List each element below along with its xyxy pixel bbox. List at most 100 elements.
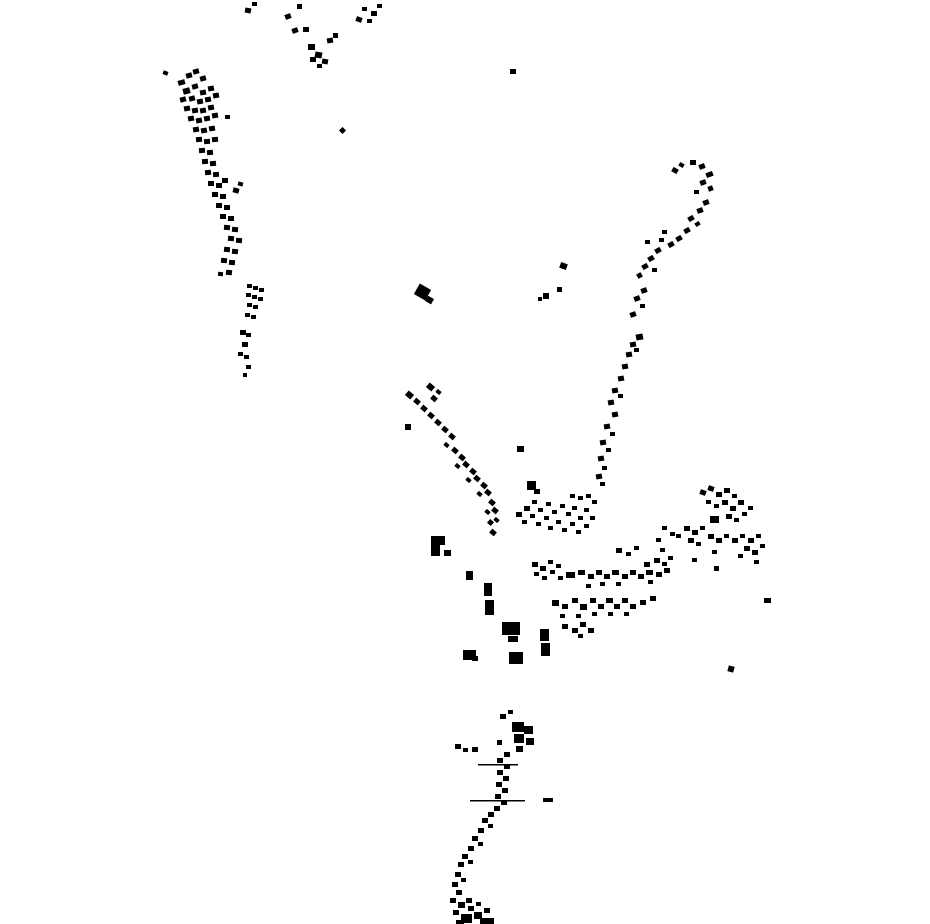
building-footprint: [244, 355, 249, 359]
building-footprint: [588, 628, 594, 633]
building-footprint: [252, 295, 257, 299]
building-footprint: [509, 652, 523, 664]
building-footprint: [659, 238, 664, 242]
building-footprint: [466, 898, 472, 903]
building-footprint: [246, 365, 251, 369]
building-footprint: [552, 510, 557, 514]
building-footprint: [676, 534, 681, 538]
building-footprint: [662, 230, 667, 234]
building-footprint: [220, 214, 226, 219]
building-footprint: [604, 574, 610, 579]
building-footprint: [196, 98, 204, 105]
building-footprint: [371, 11, 377, 16]
building-footprint: [444, 550, 451, 556]
building-footprint: [696, 542, 701, 546]
building-footprint: [562, 624, 568, 629]
building-footprint: [333, 33, 338, 38]
building-footprint: [465, 476, 472, 484]
building-footprint: [208, 125, 216, 132]
building-footprint: [570, 494, 575, 498]
building-footprint: [497, 770, 503, 775]
building-footprint: [617, 375, 625, 382]
building-footprint: [496, 782, 502, 787]
building-footprint: [692, 558, 697, 562]
building-footprint: [462, 460, 470, 469]
building-footprint: [216, 183, 222, 188]
building-footprint: [474, 912, 482, 919]
building-footprint: [592, 500, 597, 504]
building-footprint: [244, 7, 252, 14]
building-footprint: [656, 538, 661, 542]
building-footprint: [503, 776, 509, 781]
building-footprint: [326, 37, 334, 44]
building-footprint: [708, 534, 714, 539]
building-footprint: [247, 303, 252, 307]
building-footprint: [424, 295, 435, 305]
building-footprint: [508, 710, 513, 714]
building-footprint: [630, 604, 636, 609]
building-footprint: [541, 643, 550, 656]
building-footprint: [514, 734, 524, 743]
building-footprint: [466, 571, 473, 580]
building-footprint: [203, 115, 211, 122]
building-footprint: [754, 560, 759, 564]
building-footprint: [702, 199, 710, 206]
building-footprint: [314, 51, 323, 59]
building-footprint: [245, 313, 250, 317]
building-footprint: [486, 518, 495, 527]
building-footprint: [756, 534, 761, 538]
building-footprint: [470, 800, 525, 802]
building-footprint: [458, 453, 466, 462]
building-footprint: [629, 341, 637, 348]
building-footprint: [635, 333, 644, 341]
building-footprint: [434, 418, 442, 427]
building-footprint: [705, 170, 714, 179]
building-footprint: [599, 439, 607, 446]
building-footprint: [540, 566, 546, 571]
building-footprint: [624, 612, 629, 616]
building-footprint: [199, 89, 207, 96]
building-footprint: [435, 388, 442, 396]
building-footprint: [228, 216, 234, 221]
building-footprint: [253, 305, 258, 309]
building-footprint: [562, 528, 567, 532]
building-footprint: [484, 908, 490, 913]
building-footprint: [572, 628, 578, 633]
building-footprint: [317, 64, 322, 68]
building-footprint: [726, 514, 732, 519]
building-footprint: [584, 508, 589, 512]
building-footprint: [650, 596, 656, 601]
building-footprint: [662, 562, 667, 566]
building-footprint: [648, 580, 653, 584]
building-footprint: [497, 740, 502, 745]
building-footprint: [237, 181, 244, 187]
building-footprint: [584, 524, 589, 528]
building-footprint: [578, 634, 583, 638]
building-footprint: [654, 246, 662, 255]
building-footprint: [517, 446, 524, 452]
building-footprint: [425, 382, 436, 392]
building-footprint: [534, 489, 540, 494]
building-footprint: [633, 295, 641, 302]
building-footprint: [538, 508, 543, 512]
building-footprint: [600, 582, 605, 586]
building-footprint: [688, 538, 694, 543]
building-footprint: [640, 287, 648, 294]
building-footprint: [699, 179, 707, 186]
building-footprint: [544, 516, 549, 520]
building-footprint: [211, 136, 219, 143]
building-footprint: [220, 257, 228, 264]
building-footprint: [243, 373, 247, 377]
building-footprint: [706, 500, 711, 504]
building-footprint: [654, 558, 660, 563]
building-footprint: [638, 574, 644, 579]
building-footprint: [556, 564, 561, 568]
building-footprint: [566, 572, 575, 578]
building-footprint: [246, 293, 251, 297]
building-footprint: [618, 394, 623, 398]
building-footprint: [454, 462, 461, 470]
building-footprint: [225, 115, 230, 119]
building-footprint: [441, 425, 449, 434]
building-footprint: [497, 758, 503, 763]
